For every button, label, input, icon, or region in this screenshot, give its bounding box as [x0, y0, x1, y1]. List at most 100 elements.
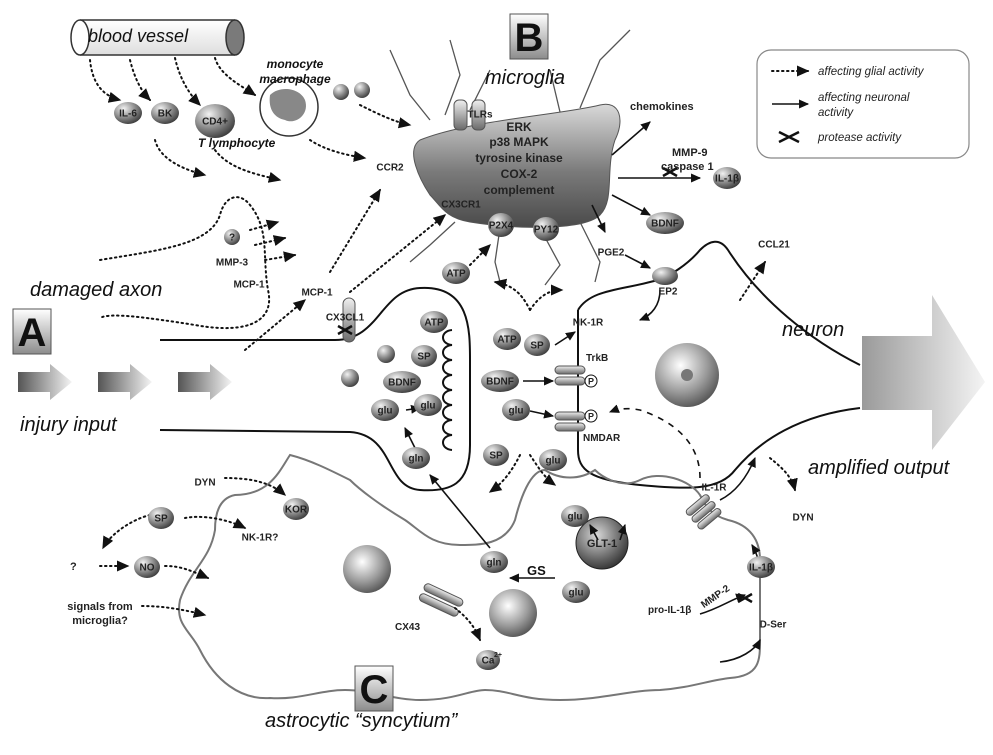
pathway-p38-mapk: p38 MAPK [489, 135, 549, 149]
glu-astro2-ball [562, 581, 590, 603]
gln-terminal-text: gln [409, 454, 424, 465]
glu-low-text: glu [546, 456, 561, 467]
trkb-phospho-mark-text: P [588, 377, 594, 387]
ccr2-label-text: CCR2 [376, 163, 404, 174]
bk-ball [151, 102, 179, 124]
il1r-label-text: IL-1R [702, 483, 728, 494]
cx43-channel [418, 583, 464, 617]
glu-astro2-text: glu [569, 588, 584, 599]
dyn-left-label-text: DYN [194, 478, 215, 489]
sp-low-text: SP [489, 451, 503, 462]
pathway-erk: ERK [506, 120, 532, 134]
sp-vesicle-ball [411, 345, 437, 367]
t-lymphocyte-label: T lymphocyte [198, 136, 276, 150]
bdnf-microglia-text: BDNF [651, 219, 679, 230]
signals-label-line2: microglia? [72, 615, 128, 627]
tlrs-receptor [453, 99, 468, 131]
glu-left-ball [371, 399, 399, 421]
monocyte-particle-2 [354, 82, 370, 98]
pathway-tyrosine-kinase: tyrosine kinase [475, 151, 563, 165]
nmdar-receptor-1 [554, 411, 586, 421]
mcp1-axon-label-text: MCP-1 [233, 280, 265, 291]
nk1r-q-label-text: NK-1R? [242, 533, 279, 544]
glu-left-text: glu [378, 406, 393, 417]
py12-ball [533, 217, 559, 241]
atp-vesicle-ball [420, 311, 448, 333]
glt1-text: GLT-1 [587, 538, 617, 550]
injury-input-arrows [18, 364, 232, 400]
neuron-label: neuron [782, 319, 844, 341]
glu-cleft-ball [502, 399, 530, 421]
bdnf-microglia-ball [646, 212, 684, 234]
glu-low-ball [539, 449, 567, 471]
gln-astro-text: gln [487, 558, 502, 569]
il1r-receptor [685, 494, 722, 530]
neuron-membrane-top [577, 240, 861, 366]
astro-question-label: ? [70, 561, 77, 573]
gs-label: GS [527, 563, 546, 578]
atp-vesicle-text: ATP [424, 318, 444, 329]
glu-astro-ball [561, 505, 589, 527]
solid-arrows [404, 121, 761, 663]
dser-label-text: D-Ser [760, 620, 787, 631]
glu-astro-text: glu [568, 512, 583, 523]
legend-solid-label-1: affecting neuronal [818, 92, 910, 104]
il6-text: IL-6 [119, 109, 137, 120]
astrocyte-membrane [178, 453, 761, 702]
sp-astro-text: SP [154, 514, 168, 525]
bdnf-vesicle-text: BDNF [388, 378, 416, 389]
panel-a-letter: A [18, 311, 47, 355]
dyn-right-label-text: DYN [792, 513, 813, 524]
mmp9-label: MMP-9 [672, 147, 707, 159]
cx3cl1-label-text: CX3CL1 [326, 313, 365, 324]
astrocytic-syncytium-label: astrocytic “syncytium” [265, 710, 459, 732]
nmdar-receptor-2 [554, 422, 586, 432]
atp-top-ball [442, 262, 470, 284]
kor-ball [283, 498, 309, 520]
il1b-astro-ball [747, 556, 775, 578]
sp-cleft-ball [524, 334, 550, 356]
astrocyte-nucleus-right [489, 589, 537, 637]
bdnf-vesicle-ball [383, 371, 421, 393]
p2x4-ball [488, 213, 514, 237]
legend-dotted-label: affecting glial activity [818, 66, 925, 78]
injury-input-label: injury input [20, 414, 118, 436]
trkb-phospho-mark [584, 374, 598, 388]
vesicle-particle-2 [341, 369, 359, 387]
cx43-label: CX43 [395, 622, 420, 633]
caspase1-label: caspase 1 [661, 161, 714, 173]
py12-text: PY12 [534, 225, 559, 236]
sp-cleft-text: SP [530, 341, 544, 352]
bk-text: BK [158, 109, 173, 120]
cd4-t-lymphocyte-text: CD4+ [202, 117, 228, 128]
monocyte-macrophage [259, 77, 319, 137]
pathway-cox2: COX-2 [501, 167, 538, 181]
sp-astro-ball [148, 507, 174, 529]
mmp3-label-text: MMP-3 [216, 258, 249, 269]
ca-superscript: 2+ [494, 652, 502, 659]
nmdar-phospho-mark [584, 409, 598, 423]
legend: affecting glial activity affecting neuro… [756, 49, 970, 159]
mmp2-label: MMP-2 [699, 583, 732, 611]
monocyte-particle-1 [333, 84, 349, 100]
cx3cr1-label-text: CX3CR1 [441, 200, 481, 211]
il1b-top-text: IL-1β [715, 174, 739, 185]
glu-cleft-text: glu [509, 406, 524, 417]
ep2-receptor [652, 267, 678, 285]
axon-question-ball [224, 229, 240, 245]
mmp9-protease-mark [662, 166, 678, 178]
ep2-label-text: EP2 [659, 287, 678, 298]
il1b-top-ball [713, 167, 741, 189]
il1b-astro-text: IL-1β [749, 563, 773, 574]
sp-vesicle-text: SP [417, 352, 431, 363]
atp-cleft-text: ATP [497, 335, 517, 346]
pge2-label-text: PGE2 [598, 248, 625, 259]
panel-b-letter: B [515, 16, 544, 60]
nmdar-phospho-mark-text: P [588, 412, 594, 422]
panel-a-badge: A [12, 308, 52, 355]
amplified-output-label: amplified output [808, 457, 951, 479]
signals-label-line1: signals from [67, 601, 133, 613]
blood-vessel-label: blood vessel [88, 26, 189, 46]
ca-ball [476, 650, 500, 670]
